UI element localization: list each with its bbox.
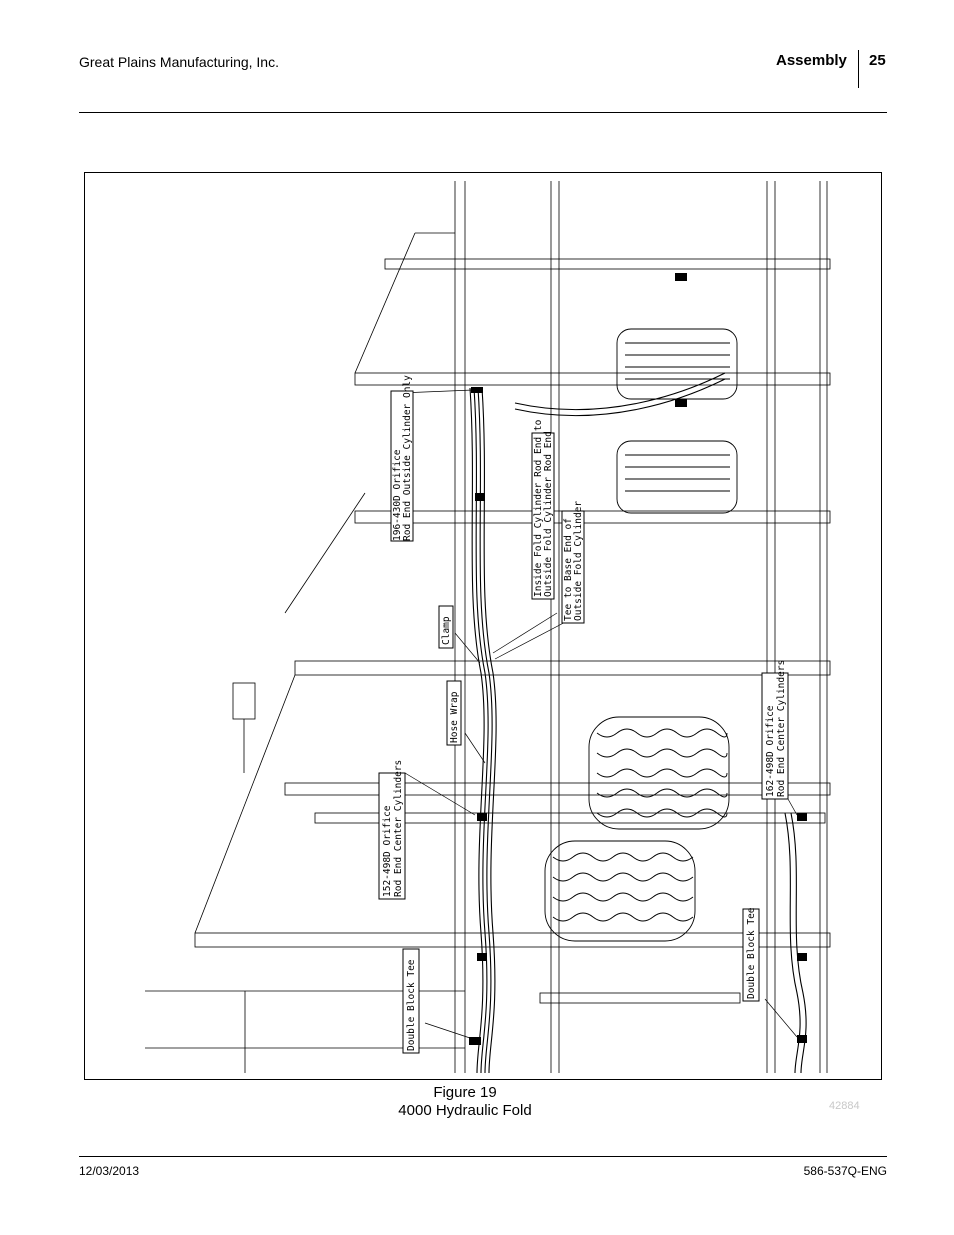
figure-id: 42884 (829, 1100, 860, 1112)
figure-frame: 196-430D Orifice Rod End Outside Cylinde… (84, 172, 882, 1080)
callout-clamp: Clamp (438, 605, 454, 649)
figure-caption-title: 4000 Hydraulic Fold (398, 1102, 532, 1119)
svg-text:Hose Wrap: Hose Wrap (449, 691, 460, 743)
svg-text:Outside Fold Cylinder Rod End: Outside Fold Cylinder Rod End (543, 431, 554, 597)
footer-date: 12/03/2013 (79, 1164, 140, 1178)
header-rule (79, 112, 887, 113)
footer-rule (79, 1156, 887, 1157)
svg-text:Tee to Base End of: Tee to Base End of (563, 518, 574, 621)
svg-text:Double Block Tee: Double Block Tee (406, 959, 417, 1051)
callout-orifice-152: 152-498D Orifice Rod End Center Cylinder… (378, 760, 406, 900)
footer-doc-number: 586-537Q-ENG (803, 1164, 887, 1178)
figure-caption-number: Figure 19 (433, 1084, 497, 1101)
svg-text:Outside Fold Cylinder: Outside Fold Cylinder (573, 501, 584, 621)
svg-text:Rod End Center Cylinders: Rod End Center Cylinders (393, 760, 404, 897)
callout-inside-fold: Inside Fold Cylinder Rod End to Outside … (531, 419, 555, 600)
callout-orifice-196: 196-430D Orifice Rod End Outside Cylinde… (390, 375, 414, 542)
svg-text:Inside Fold Cylinder Rod End t: Inside Fold Cylinder Rod End to (533, 419, 544, 597)
header-page-number: 25 (869, 52, 886, 69)
callout-double-block-tee-left: Double Block Tee (402, 948, 420, 1054)
hose-fittings (469, 273, 807, 1045)
callout-orifice-162: 162-498D Orifice Rod End Center Cylinder… (761, 660, 789, 800)
header-company: Great Plains Manufacturing, Inc. (79, 54, 279, 70)
callout-hose-wrap: Hose Wrap (446, 680, 462, 746)
svg-text:Double Block Tee: Double Block Tee (746, 907, 757, 999)
hydraulic-fold-drawing: 196-430D Orifice Rod End Outside Cylinde… (145, 181, 831, 1074)
svg-text:Clamp: Clamp (441, 616, 452, 645)
hydraulic-hoses (469, 372, 807, 1074)
svg-text:Rod End Center Cylinders: Rod End Center Cylinders (776, 660, 787, 797)
header-divider (858, 50, 859, 88)
callout-double-block-tee-right: Double Block Tee (742, 907, 760, 1002)
frame-structure (145, 181, 831, 1073)
svg-text:Rod End Outside Cylinder Only: Rod End Outside Cylinder Only (402, 375, 413, 541)
header-section-title: Assembly (776, 52, 847, 69)
leader-lines (399, 389, 798, 1040)
tires (544, 328, 738, 942)
svg-text:152-498D Orifice: 152-498D Orifice (382, 805, 393, 897)
callout-tee-base: Tee to Base End of Outside Fold Cylinder (561, 501, 585, 624)
svg-text:162-498D Orifice: 162-498D Orifice (765, 705, 776, 797)
svg-text:196-430D Orifice: 196-430D Orifice (392, 449, 403, 541)
